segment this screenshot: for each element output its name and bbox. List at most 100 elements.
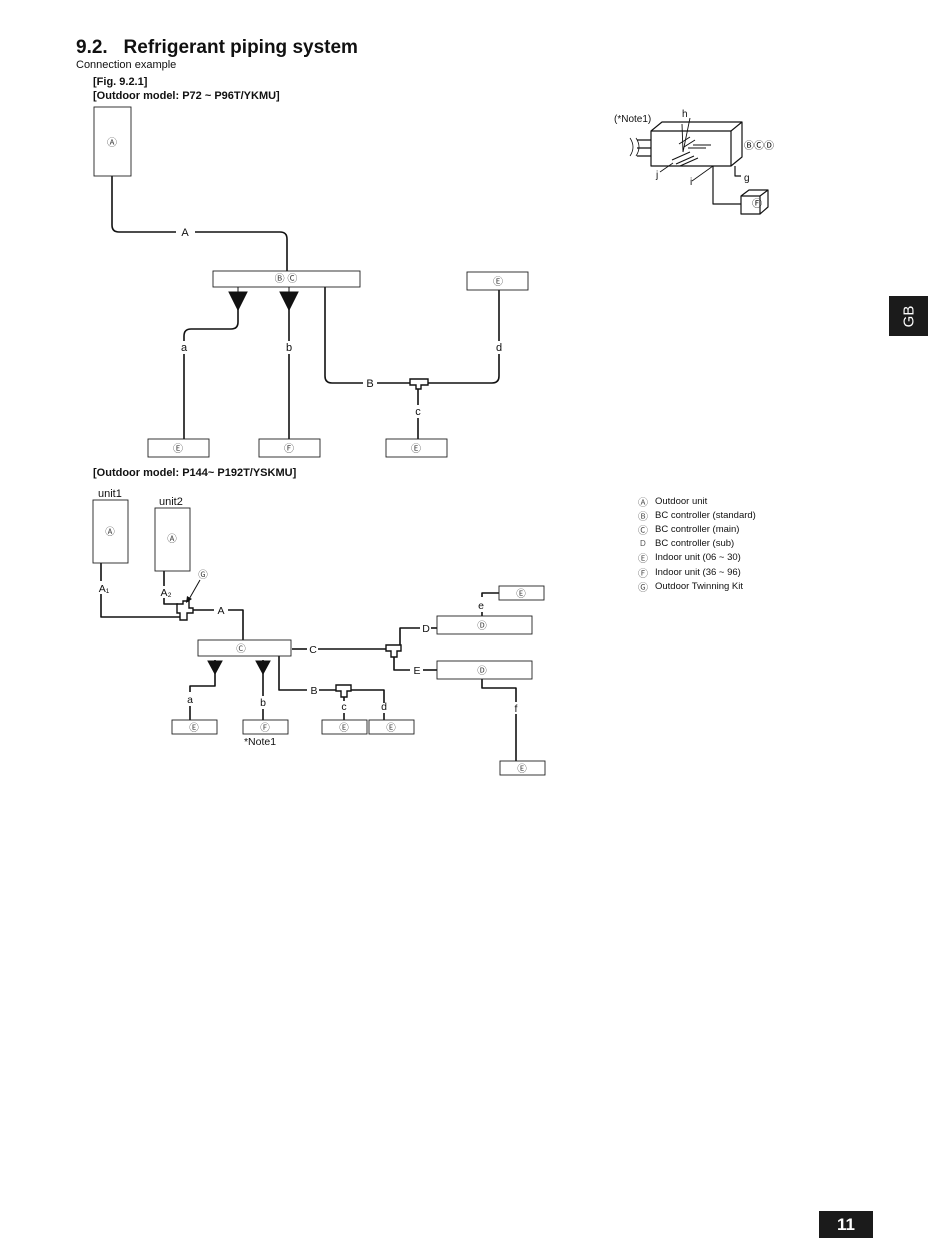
- indoor-e-symbol: Ⓔ: [493, 276, 503, 288]
- indoor-unit-box-e: [499, 760, 546, 776]
- indoor-e-symbol: Ⓔ: [189, 723, 199, 734]
- legend-item: Ⓔ Indoor unit (06 ~ 30): [638, 551, 756, 565]
- legend-symbol: Ⓑ: [638, 511, 648, 523]
- twinning-kit-symbol: Ⓖ: [198, 570, 208, 581]
- bc-sub-symbol: Ⓓ: [477, 666, 487, 677]
- bc-main-box: [197, 639, 292, 657]
- branch-fittings: [207, 287, 299, 676]
- kit-pointer: [187, 579, 201, 602]
- legend-symbol: Ⓐ: [638, 497, 648, 509]
- indoor-unit-box-e: [368, 719, 415, 735]
- legend-symbol: Ⓖ: [638, 582, 648, 594]
- pipe-label-A: A: [181, 227, 189, 239]
- section-title: Refrigerant piping system: [123, 37, 358, 58]
- subtitle: Connection example: [76, 59, 177, 71]
- model1-label: [Outdoor model: P72 ~ P96T/YKMU]: [93, 90, 280, 102]
- indoor-unit-box-e: [147, 438, 210, 458]
- legend-item: Ⓑ BC controller (standard): [638, 508, 756, 523]
- outdoor-unit2-symbol: Ⓐ: [167, 534, 177, 545]
- branch-joints: [176, 378, 429, 698]
- pipe-label-B: B: [310, 685, 317, 697]
- outdoor-unit-box: [93, 106, 132, 177]
- pipe-label-a: a: [181, 342, 188, 354]
- legend-symbol: Ⓒ: [638, 525, 648, 537]
- pipe-label-E: E: [413, 665, 420, 677]
- unit-boxes: [92, 106, 546, 776]
- legend-label: BC controller (standard): [655, 509, 756, 521]
- pipe-label-D: D: [422, 623, 430, 635]
- legend-label: BC controller (sub): [655, 538, 735, 550]
- outdoor-unit1-box: [92, 499, 129, 564]
- note1-label: *Note1: [244, 736, 276, 748]
- diagram-1: [111, 176, 500, 439]
- outdoor-unit2-box: [154, 507, 191, 572]
- legend-symbol: D: [640, 539, 646, 549]
- pipe-label-e: e: [478, 600, 484, 612]
- pipe-label-b: b: [286, 342, 292, 354]
- inset-label-h: h: [682, 109, 688, 120]
- inset-bc-symbols: ⒷⒸⒹ: [744, 140, 774, 152]
- indoor-e-symbol: Ⓔ: [516, 589, 526, 600]
- unit2-label: unit2: [159, 496, 183, 508]
- figure-label: [Fig. 9.2.1]: [93, 76, 148, 88]
- legend-item: Ⓖ Outdoor Twinning Kit: [638, 579, 756, 594]
- indoor-unit-box-f: [242, 719, 289, 735]
- pipe-label-A: A: [217, 605, 224, 617]
- bc-symbols: Ⓑ Ⓒ: [275, 273, 298, 285]
- pipe-label-c: c: [415, 406, 421, 418]
- model2-label: [Outdoor model: P144~ P192T/YSKMU]: [93, 467, 297, 479]
- pipe-label-b: b: [260, 697, 266, 709]
- indoor-unit-box-e: [466, 271, 529, 291]
- pipe-label-c: c: [341, 701, 346, 713]
- indoor-e-symbol: Ⓔ: [173, 443, 183, 455]
- outdoor-unit1-symbol: Ⓐ: [105, 527, 115, 538]
- pipe-label-C: C: [309, 644, 317, 656]
- legend-label: Indoor unit (36 ~ 96): [655, 566, 741, 578]
- legend-symbol: Ⓕ: [638, 568, 648, 580]
- inset-note: (*Note1): [614, 114, 651, 125]
- legend-label: BC controller (main): [655, 523, 740, 535]
- indoor-e-symbol: Ⓔ: [386, 723, 396, 734]
- bc-main-symbol: Ⓒ: [236, 644, 246, 655]
- pipe-label-A2: A₂: [160, 587, 171, 599]
- indoor-e-symbol: Ⓔ: [339, 723, 349, 734]
- inset-label-i: i: [690, 177, 692, 188]
- indoor-unit-box-e: [321, 719, 368, 735]
- pipe-label-d: d: [496, 342, 502, 354]
- indoor-e-symbol: Ⓔ: [517, 764, 527, 775]
- inset-label-j: j: [655, 170, 658, 181]
- legend-symbol: Ⓔ: [638, 554, 648, 566]
- language-tab: GB: [889, 296, 928, 336]
- diagram-2: [100, 563, 517, 761]
- pipe-label-f: f: [515, 703, 518, 715]
- indoor-unit-box-f: [258, 438, 321, 458]
- bc-sub-box: [436, 615, 533, 635]
- legend-item: Ⓒ BC controller (main): [638, 522, 756, 537]
- legend-label: Outdoor unit: [655, 495, 708, 507]
- outdoor-unit-symbol: Ⓐ: [107, 137, 117, 149]
- unit1-label: unit1: [98, 488, 122, 500]
- legend-item: Ⓐ Outdoor unit: [638, 494, 756, 509]
- pipe-label-d: d: [381, 701, 387, 713]
- inset-indoor-symbol: Ⓕ: [752, 198, 762, 210]
- legend-item: D BC controller (sub): [638, 537, 756, 551]
- bc-controller-box: [212, 270, 361, 288]
- pipe-label-a: a: [187, 694, 193, 706]
- indoor-f-symbol: Ⓕ: [284, 443, 294, 455]
- legend-label: Indoor unit (06 ~ 30): [655, 552, 741, 564]
- kit-pointer-head: [186, 596, 192, 603]
- indoor-unit-box-e: [498, 585, 545, 601]
- section-number: 9.2.: [76, 37, 108, 58]
- inset-label-g: g: [744, 173, 750, 184]
- inset-diagram: [629, 117, 769, 215]
- indoor-unit-box-e: [171, 719, 218, 735]
- pipe-label-B: B: [366, 378, 373, 390]
- legend-label: Outdoor Twinning Kit: [655, 580, 744, 592]
- page-number: 11: [819, 1211, 873, 1238]
- bc-sub-box: [436, 660, 533, 680]
- section-heading: 9.2. Refrigerant piping system: [76, 37, 358, 59]
- legend-item: Ⓕ Indoor unit (36 ~ 96): [638, 565, 756, 580]
- indoor-f-symbol: Ⓕ: [260, 723, 270, 734]
